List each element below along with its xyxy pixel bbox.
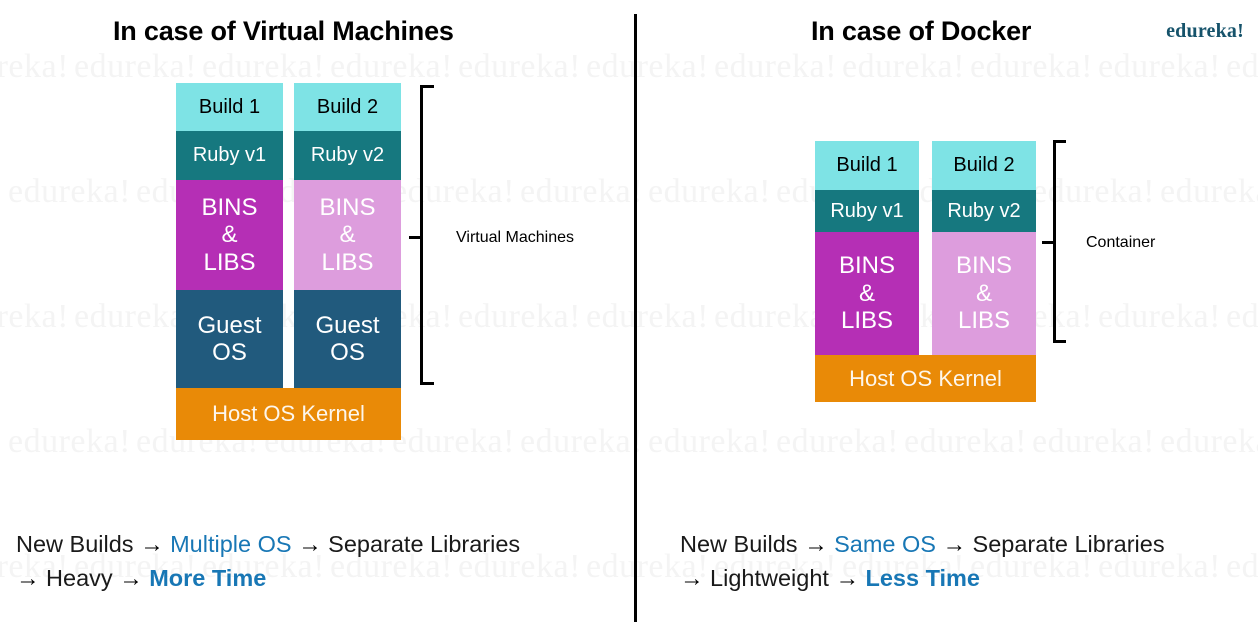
docker-caption-segment: New Builds [680,531,805,557]
docker-caption-segment: → [680,565,711,591]
vm-column-1-block-1: Ruby v1 [176,131,283,180]
vm-caption-segment: → [298,531,329,557]
docker-caption-segment: → [942,531,973,557]
docker-caption-line-2: → Lightweight → Less Time [680,561,1165,595]
docker-caption-segment: Less Time [865,565,981,591]
docker-column-1-block-1: Ruby v1 [815,190,919,232]
vm-bracket-tick [409,236,421,239]
panel-divider [634,14,637,622]
vm-column-2-block-2: BINS & LIBS [294,180,401,290]
vm-caption-segment: Multiple OS [170,531,292,557]
docker-caption: New Builds → Same OS → Separate Librarie… [680,527,1165,595]
docker-column-2-block-2: BINS & LIBS [932,232,1036,355]
vm-bracket [420,85,434,385]
docker-column-1-block-2: BINS & LIBS [815,232,919,355]
vm-caption-line-2: → Heavy → More Time [16,561,520,595]
vm-column-2-block-1: Ruby v2 [294,131,401,180]
docker-caption-segment: → [835,565,866,591]
docker-caption-segment: Same OS [834,531,936,557]
docker-column-2-block-0: Build 2 [932,141,1036,190]
vm-caption-segment: Heavy [46,565,120,591]
vm-caption-segment: → [140,531,171,557]
vm-column-2-block-0: Build 2 [294,83,401,131]
vm-column-1-block-2: BINS & LIBS [176,180,283,290]
docker-bracket-tick [1042,241,1054,244]
vm-caption-segment: → [119,565,150,591]
vm-column-2-block-3: Guest OS [294,290,401,388]
docker-panel-title: In case of Docker [811,16,1032,46]
edureka-logo: edureka! [1166,20,1244,42]
docker-caption-segment: Separate Libraries [972,531,1165,557]
docker-host-os-kernel-block: Host OS Kernel [815,355,1036,402]
docker-caption-segment: → [804,531,835,557]
vm-caption-segment: More Time [149,565,267,591]
docker-column-1-block-0: Build 1 [815,141,919,190]
vm-caption-segment: → [16,565,47,591]
vm-column-1-block-0: Build 1 [176,83,283,131]
vm-caption: New Builds → Multiple OS → Separate Libr… [16,527,520,595]
vm-host-os-kernel-block: Host OS Kernel [176,388,401,440]
docker-caption-line-1: New Builds → Same OS → Separate Librarie… [680,527,1165,561]
vm-caption-segment: New Builds [16,531,141,557]
vm-bracket-label: Virtual Machines [456,229,574,246]
docker-bracket-label: Container [1086,234,1156,251]
docker-bracket [1053,140,1066,343]
vm-caption-segment: Separate Libraries [328,531,521,557]
docker-caption-segment: Lightweight [710,565,836,591]
vm-column-1-block-3: Guest OS [176,290,283,388]
vm-caption-line-1: New Builds → Multiple OS → Separate Libr… [16,527,520,561]
vm-panel-title: In case of Virtual Machines [113,16,454,46]
docker-column-2-block-1: Ruby v2 [932,190,1036,232]
